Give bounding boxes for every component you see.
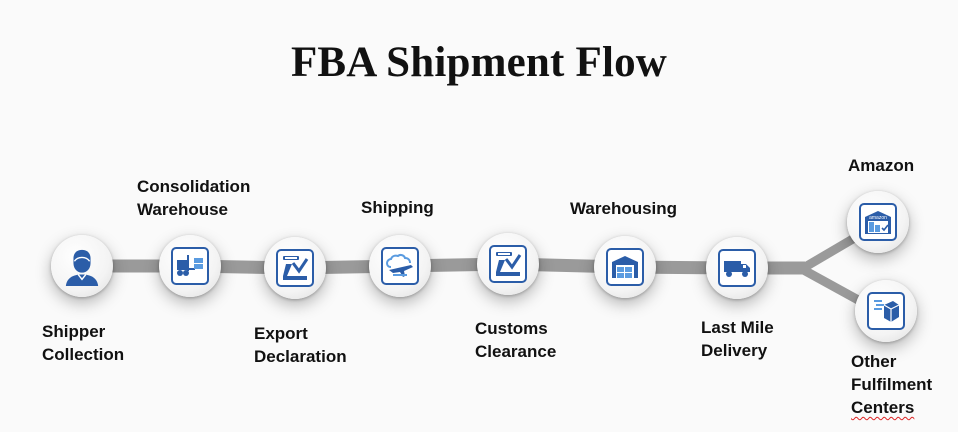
label-shipping: Shipping <box>361 198 434 217</box>
label-line: Customs <box>475 319 548 338</box>
node-last-mile-delivery <box>706 237 768 299</box>
amazon-warehouse-icon: amazon <box>859 203 897 241</box>
node-export-declaration <box>264 237 326 299</box>
node-customs-clearance <box>477 233 539 295</box>
label-line: Last Mile <box>701 318 774 337</box>
label-last-mile-delivery: Last Mile Delivery <box>701 316 774 362</box>
label-line: Shipper <box>42 322 106 341</box>
forklift-icon <box>171 247 209 285</box>
label-line: Centers <box>851 398 915 417</box>
warehouse-icon <box>606 248 644 286</box>
label-other-fulfilment-centers: Other Fulfilment Centers <box>851 350 932 419</box>
label-line: Collection <box>42 345 125 364</box>
package-icon <box>867 292 905 330</box>
label-warehousing: Warehousing <box>570 199 678 218</box>
node-other-fulfilment-centers <box>855 280 917 342</box>
amazon-icon-text: amazon <box>869 215 887 221</box>
person-icon <box>63 247 101 286</box>
label-line: Fulfilment <box>851 375 933 394</box>
label-shipper-collection: Shipper Collection <box>42 320 124 366</box>
label-export-declaration: Export Declaration <box>254 322 347 368</box>
label-line: Export <box>254 324 308 343</box>
label-line: Warehouse <box>137 200 229 219</box>
customs-officer-icon <box>489 245 527 283</box>
label-line: Clearance <box>475 342 557 361</box>
node-warehousing <box>594 236 656 298</box>
node-consolidation-warehouse <box>159 235 221 297</box>
node-amazon: amazon <box>847 191 909 253</box>
label-line: Consolidation <box>137 177 251 196</box>
label-line: Other <box>851 352 897 371</box>
node-shipper-collection <box>51 235 113 297</box>
delivery-truck-icon <box>718 249 756 287</box>
label-line: Delivery <box>701 341 768 360</box>
customs-officer-icon <box>276 249 314 287</box>
label-amazon: Amazon <box>848 156 915 175</box>
label-customs-clearance: Customs Clearance <box>475 317 556 363</box>
label-consolidation-warehouse: Consolidation Warehouse <box>137 175 250 221</box>
node-shipping <box>369 235 431 297</box>
page-title: FBA Shipment Flow <box>290 39 668 86</box>
airplane-cloud-icon <box>381 247 419 285</box>
label-line: Declaration <box>254 347 347 366</box>
